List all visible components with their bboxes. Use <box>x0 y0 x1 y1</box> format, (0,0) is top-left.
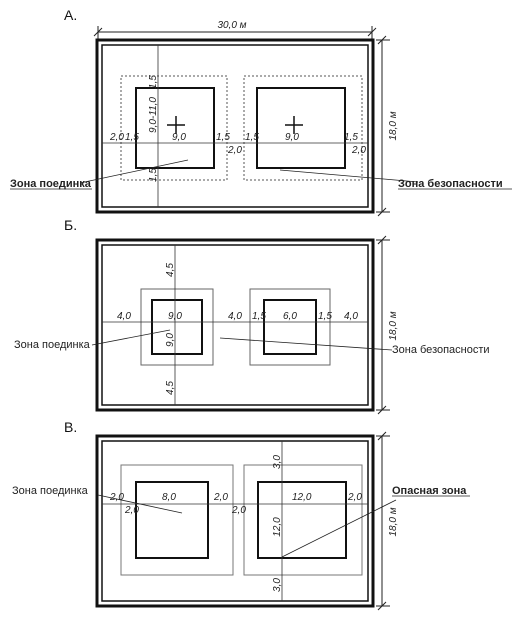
dim-a-mid-safe1: 1,5 <box>216 132 230 143</box>
section-b-height-label: 18,0 м <box>388 311 399 340</box>
section-c: В. 18,0 м 3,0 12,0 3,0 2,0 2,0 8,0 2,0 2… <box>12 419 470 611</box>
dim-c-v-mat: 12,0 <box>272 517 283 537</box>
dim-a-mat1: 9,0 <box>172 132 186 143</box>
section-b: Б. 18,0 м 4,5 9,0 4,5 4,0 9,0 4,0 1,5 6,… <box>14 217 490 415</box>
section-a-width-dimension <box>93 26 377 42</box>
section-c-leader-right <box>281 499 397 558</box>
section-c-hall-outer-wall <box>95 434 375 608</box>
section-a-center-mark-left <box>167 116 185 134</box>
dim-a-mid-gap: 2,0 <box>227 145 242 156</box>
dim-c-mid-gap2: 2,0 <box>231 505 246 516</box>
section-a-safety-zone-left <box>120 75 228 181</box>
section-b-safety-zone-left <box>140 288 214 366</box>
dim-a-right-safe: 1,5 <box>344 132 358 143</box>
section-b-mat-left <box>151 299 203 355</box>
dim-b-right-gap: 4,0 <box>344 311 358 322</box>
dim-c-mat2: 12,0 <box>292 492 312 503</box>
section-a-leader-right <box>279 169 419 183</box>
section-b-height-dimension <box>376 235 390 415</box>
section-b-leader-right <box>219 337 393 351</box>
section-c-height-dimension <box>376 431 390 611</box>
dim-a-v-bottom: 1,5 <box>148 168 159 182</box>
dim-a-right-gap: 2,0 <box>351 145 366 156</box>
section-b-label-safety-zone: Зона безопасности <box>392 344 490 356</box>
dim-a-left-safe: 1,5 <box>125 132 139 143</box>
section-a-height-dimension <box>376 35 390 217</box>
section-b-label-duel-zone: Зона поединка <box>14 339 91 351</box>
section-a-width-label: 30,0 м <box>217 20 246 31</box>
section-c-safety-zone-left <box>120 464 234 576</box>
section-a-leader-left <box>79 159 189 184</box>
section-c-mat-left <box>135 481 209 559</box>
section-c-label-duel-zone: Зона поединка <box>12 485 89 497</box>
dim-b-left-gap: 4,0 <box>117 311 131 322</box>
dim-a-mid-safe2: 1,5 <box>245 132 259 143</box>
section-a-label-duel-zone: Зона поединка <box>10 178 92 190</box>
section-b-safety-zone-right <box>249 288 331 366</box>
section-a-mat-right <box>256 87 346 169</box>
section-a-mat-left <box>135 87 215 169</box>
dim-c-mat1: 8,0 <box>162 492 176 503</box>
dim-b-safe1: 1,5 <box>252 311 266 322</box>
dim-c-v-top: 3,0 <box>272 455 283 469</box>
section-a-hall-outer-wall <box>95 38 375 214</box>
section-a-safety-zone-right <box>243 75 363 181</box>
dim-b-v-mat: 9,0 <box>165 333 176 347</box>
dim-a-mat2: 9,0 <box>285 132 299 143</box>
dim-b-mat2: 6,0 <box>283 311 297 322</box>
dim-a-v-top: 1,5 <box>148 75 159 89</box>
section-a-title: А. <box>64 7 77 23</box>
section-c-label-danger-zone: Опасная зона <box>392 485 467 497</box>
section-b-hall-outer-wall <box>95 238 375 412</box>
section-b-title: Б. <box>64 217 77 233</box>
dim-c-v-bottom: 3,0 <box>272 578 283 592</box>
section-b-mat-right <box>263 299 317 355</box>
dim-b-v-top: 4,5 <box>165 263 176 277</box>
section-c-title: В. <box>64 419 77 435</box>
section-b-hall-inner-wall <box>101 244 369 406</box>
section-a: А. 30,0 м 18,0 м <box>10 7 512 217</box>
section-c-leader-left <box>97 494 183 514</box>
section-c-safety-zone-right <box>243 464 363 576</box>
section-a-hall-inner-wall <box>101 44 369 208</box>
section-c-height-label: 18,0 м <box>388 507 399 536</box>
section-b-leader-left <box>91 329 171 346</box>
section-c-hall-inner-wall <box>101 440 369 602</box>
dim-c-mid-gap1: 2,0 <box>213 492 228 503</box>
dim-c-left-gap-inner: 2,0 <box>124 505 139 516</box>
section-a-height-label: 18,0 м <box>388 111 399 140</box>
dim-c-left-gap-outer: 2,0 <box>109 492 124 503</box>
dim-b-v-bottom: 4,5 <box>165 381 176 395</box>
dim-a-left-gap: 2,0 <box>109 132 124 143</box>
section-a-label-safety-zone: Зона безопасности <box>398 178 503 190</box>
dim-c-right-gap: 2,0 <box>347 492 362 503</box>
section-c-mat-right <box>257 481 347 559</box>
section-a-center-mark-right <box>285 116 303 134</box>
dim-b-mid-gap: 4,0 <box>228 311 242 322</box>
dim-b-safe2: 1,5 <box>318 311 332 322</box>
dim-b-mat1: 9,0 <box>168 311 182 322</box>
dim-a-v-mat: 9,0-11,0 <box>148 97 159 133</box>
